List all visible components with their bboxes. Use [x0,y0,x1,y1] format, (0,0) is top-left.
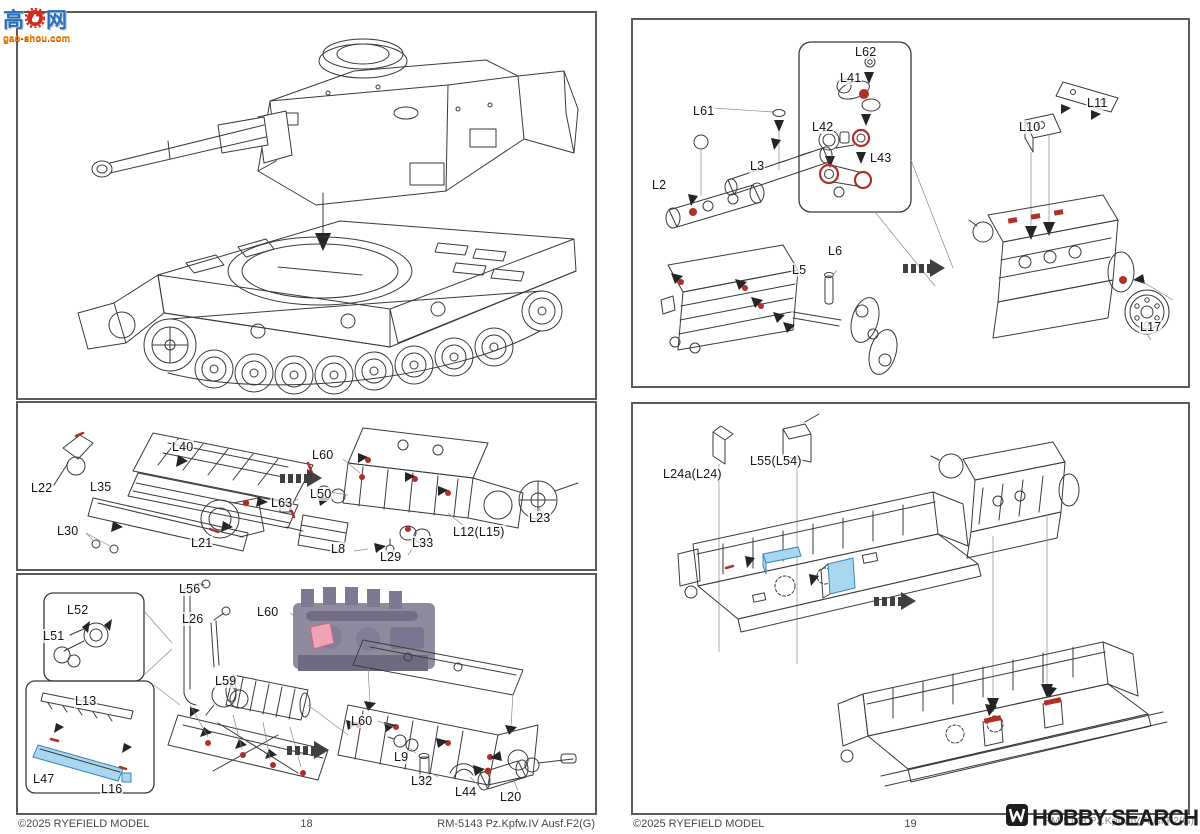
engine-detail-illustration [25,579,577,794]
step-arrow-icon [280,469,322,487]
engine-levers-illustration [660,41,1174,375]
panel-turret-hull-assembly [16,11,597,400]
hull-interior-illustration [677,413,1168,787]
engine-photo-inset [289,587,435,671]
panel-engine-levers-step [631,18,1190,388]
gaoshou-char-left: 高 [3,8,24,32]
step-arrow-icon [874,592,916,610]
kit-number-left: RM-5143 Pz.Kpfw.IV Ausf.F2(G) [437,818,595,830]
gaoshou-char-right: 网 [46,8,67,32]
gaoshou-domain: gao-shou.com [3,33,71,44]
step-arrow-icon [903,259,945,277]
gaoshou-watermark: 高 网 gao-shou.com [3,7,83,44]
footer-page-18: ©2025 RYEFIELD MODEL 18 RM-5143 Pz.Kpfw.… [16,818,597,834]
copyright-left: ©2025 RYEFIELD MODEL [18,818,150,830]
step-arrow-icon [287,741,329,759]
panel-engine-block-step [16,401,597,571]
copyright-right: ©2025 RYEFIELD MODEL [633,818,765,830]
page-number-18: 18 [300,818,313,830]
hobbysearch-text: HOBBY SEARCH [1031,803,1199,831]
tank-illustration [77,38,579,395]
hobbysearch-watermark: RM-5143 Pz.Kpfw.IV Ausf.F2(G) HOBBY SEAR… [1005,803,1199,832]
gear-thumb-icon [24,7,46,33]
kit-number-right: RM-5143 Pz.Kpfw.IV Ausf.F2(G) [1043,815,1194,827]
footer-page-19: ©2025 RYEFIELD MODEL 19 [631,818,1190,834]
hobbysearch-logo-icon [1005,803,1029,832]
page-number-19: 19 [904,818,917,830]
panel-engine-detail-step [16,573,597,815]
